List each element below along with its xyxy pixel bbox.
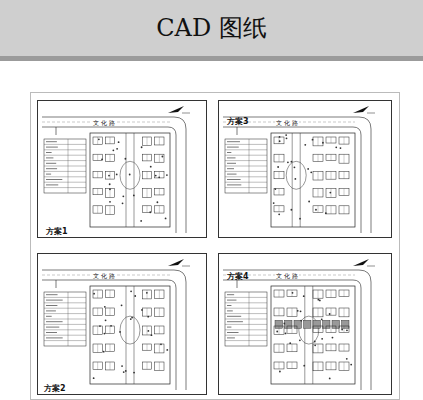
plan-panel: 方案1 文 化 路 <box>37 100 207 238</box>
scheme-label: 方案3 <box>227 117 249 126</box>
road-name: 文 化 路 <box>92 119 116 126</box>
page-title: CAD 图纸 <box>0 12 423 44</box>
scheme-label: 方案4 <box>227 272 249 281</box>
plan-panel: 方案2 文 化 路 <box>37 253 207 395</box>
plan-panel: 方案3 文 化 路 <box>218 100 392 238</box>
scheme-label: 方案2 <box>44 384 66 393</box>
site-plan <box>38 101 206 237</box>
road-name: 文 化 路 <box>275 272 299 279</box>
road-name: 文 化 路 <box>92 272 116 279</box>
plan-panel: 方案4 文 化 路 <box>218 253 392 395</box>
scheme-label: 方案1 <box>46 227 68 236</box>
road-name: 文 化 路 <box>275 119 299 126</box>
site-plan <box>38 254 206 394</box>
